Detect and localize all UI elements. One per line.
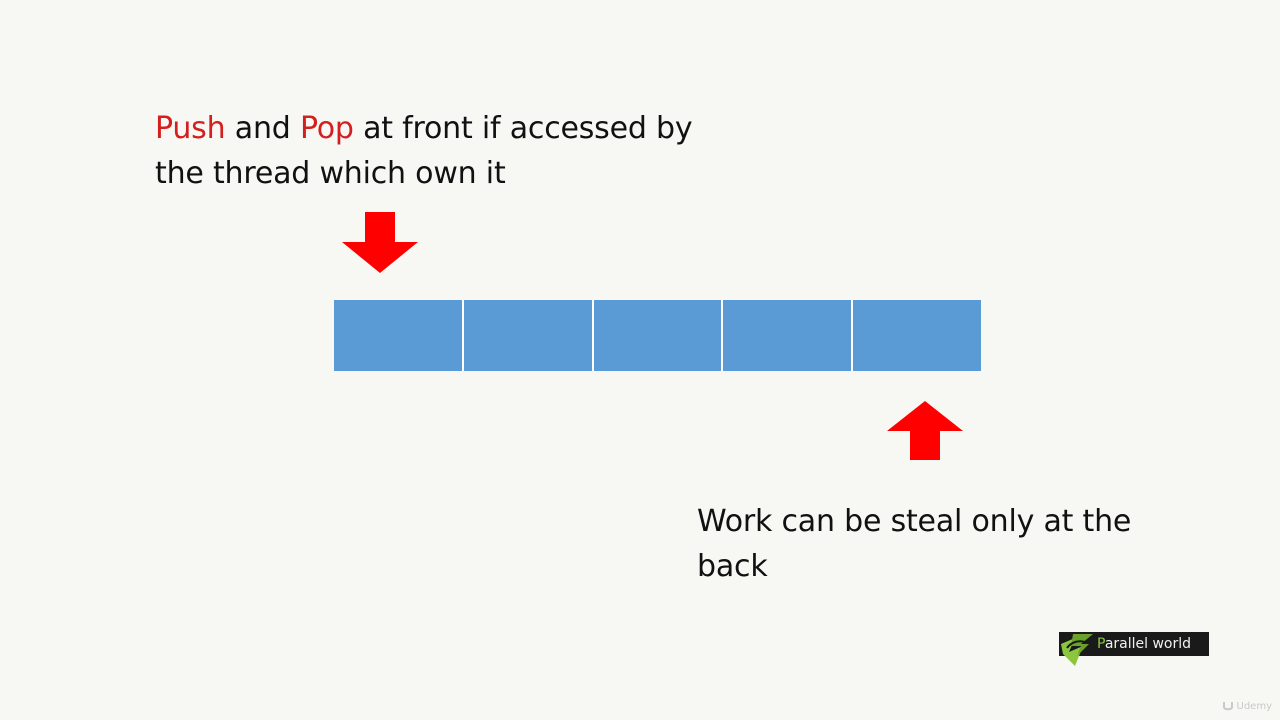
caption-connector: and: [225, 111, 300, 146]
deque-cell-1: [334, 300, 464, 371]
deque-cell-3: [593, 300, 724, 371]
deque-cell-5: [853, 300, 981, 371]
front-access-caption: Push and Pop at front if accessed by the…: [155, 106, 715, 196]
logo-rest: arallel world: [1104, 636, 1192, 652]
udemy-icon: [1222, 702, 1233, 711]
udemy-watermark: Udemy: [1222, 700, 1272, 712]
arrow-up-icon: [887, 401, 963, 460]
push-keyword: Push: [155, 111, 226, 146]
deque-cell-2: [463, 300, 594, 371]
arrow-down-icon: [342, 212, 418, 273]
parallel-world-logo: Parallel world: [1059, 632, 1209, 666]
logo-text: Parallel world: [1097, 634, 1191, 654]
parallel-world-logo-icon: [1061, 634, 1093, 666]
deque: [334, 300, 981, 371]
pop-keyword: Pop: [299, 111, 354, 146]
logo-initial: P: [1097, 636, 1105, 652]
back-steal-caption: Work can be steal only at the back: [697, 504, 1132, 584]
deque-cell-4: [723, 300, 854, 371]
watermark-text: Udemy: [1236, 700, 1272, 712]
caption-remainder: at front if accessed by the thread which…: [155, 111, 693, 191]
